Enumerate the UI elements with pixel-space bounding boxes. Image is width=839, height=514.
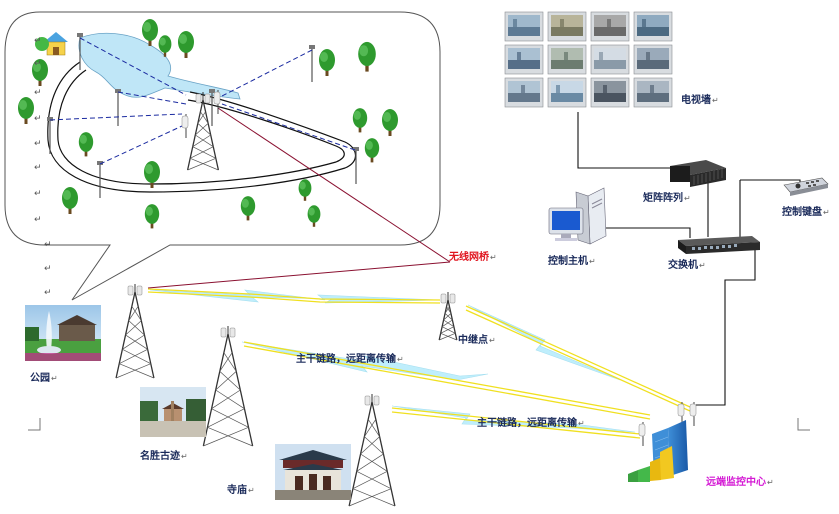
tree-icon — [307, 205, 321, 227]
paragraph-mark: ↵ — [34, 59, 42, 69]
tree-icon — [78, 132, 94, 157]
paragraph-mark: ↵ — [44, 288, 52, 298]
park-photo — [25, 305, 101, 361]
tree-icon — [18, 97, 34, 124]
tree-icon — [158, 35, 172, 57]
park-cameras — [47, 33, 359, 198]
text-frame-corner-marks — [28, 418, 810, 431]
lamp-camera-icon — [115, 89, 121, 126]
matrix-label: 矩阵阵列↵ — [643, 193, 691, 204]
paragraph-mark: ↵ — [44, 240, 52, 250]
paragraph-mark: ↵ — [34, 88, 42, 98]
tv-monitor-icon — [547, 11, 587, 42]
tree-icon — [142, 19, 158, 46]
tree-icon — [382, 109, 398, 136]
park-road — [47, 61, 357, 193]
house-icon — [35, 32, 68, 56]
monitoring-center-label: 远端监控中心↵ — [706, 477, 774, 488]
paragraph-mark: ↵ — [34, 189, 42, 199]
antenna-icon — [638, 422, 646, 446]
wireless-bridge-label: 无线网桥↵ — [449, 252, 497, 263]
relay-point-label: 中继点↵ — [458, 335, 496, 346]
tv-monitor-icon — [504, 77, 544, 108]
paragraph-mark: ↵ — [44, 264, 52, 274]
tv-monitor-icon — [633, 11, 673, 42]
tv-wall — [504, 11, 673, 108]
paragraph-mark: ↵ — [34, 215, 42, 225]
tv-monitor-icon — [633, 44, 673, 75]
lamp-camera-icon — [77, 33, 83, 70]
bridge-links-dark-red — [147, 107, 451, 289]
park-wireless-links — [49, 37, 356, 165]
tower-group — [115, 90, 697, 507]
tree-icon — [298, 179, 312, 201]
trunk-links-yellow — [147, 288, 691, 439]
lamp-camera-icon — [47, 117, 53, 154]
paragraph-mark: ↵ — [34, 163, 42, 173]
lamp-camera-icon — [309, 45, 315, 82]
lamp-camera-icon — [353, 147, 359, 184]
tv-wall-label: 电视墙↵ — [681, 95, 719, 106]
trunk-link-label: 主干链路，远距离传输↵ — [477, 418, 585, 429]
lamp-camera-icon — [209, 89, 215, 126]
tree-icon — [358, 41, 376, 72]
antenna-icon — [213, 90, 221, 114]
tv-monitor-icon — [504, 11, 544, 42]
tree-icon — [32, 59, 48, 86]
monument-photo — [140, 387, 206, 437]
temple-label: 寺庙↵ — [227, 485, 255, 496]
control-host-computer — [548, 187, 607, 245]
antenna-icon — [181, 114, 189, 138]
park-tower-icon — [186, 92, 220, 171]
monument-label: 名胜古迹↵ — [140, 451, 188, 462]
control-keyboard-device — [783, 177, 829, 196]
tv-monitor-icon — [590, 11, 630, 42]
paragraph-mark: ↵ — [34, 114, 42, 124]
tree-icon — [319, 49, 335, 76]
tower-icon — [115, 284, 155, 379]
trunk-link-label: 主干链路，远距离传输↵ — [296, 354, 404, 365]
tv-monitor-icon — [547, 44, 587, 75]
tree-icon — [352, 108, 368, 133]
tree-icon — [178, 31, 194, 58]
tv-monitor-icon — [590, 77, 630, 108]
tv-monitor-icon — [547, 77, 587, 108]
antenna-icon — [689, 402, 697, 426]
tree-icon — [144, 161, 160, 188]
matrix-device — [670, 160, 726, 187]
control-cabling — [577, 112, 801, 406]
control-host-label: 控制主机↵ — [548, 256, 596, 267]
tower-icon — [186, 92, 220, 171]
tower-icon — [348, 394, 396, 507]
tv-monitor-icon — [504, 44, 544, 75]
tree-icon — [144, 204, 160, 229]
relay-tower-icon — [438, 292, 458, 341]
park-label: 公园↵ — [30, 373, 58, 384]
lamp-camera-icon — [97, 161, 103, 198]
temple-photo — [275, 444, 351, 500]
monitoring-center-building — [628, 420, 688, 482]
tree-icon — [240, 196, 256, 221]
switch-device — [678, 236, 760, 254]
keyboard-label: 控制键盘↵ — [782, 207, 830, 218]
tree-icon — [364, 138, 380, 163]
tv-monitor-icon — [633, 77, 673, 108]
paragraph-mark: ↵ — [34, 36, 42, 46]
park-trees — [18, 19, 398, 229]
tv-monitor-icon — [590, 44, 630, 75]
paragraph-mark: ↵ — [34, 139, 42, 149]
tower-icon — [202, 326, 254, 447]
tree-icon — [62, 187, 78, 214]
switch-label: 交换机↵ — [668, 260, 706, 271]
